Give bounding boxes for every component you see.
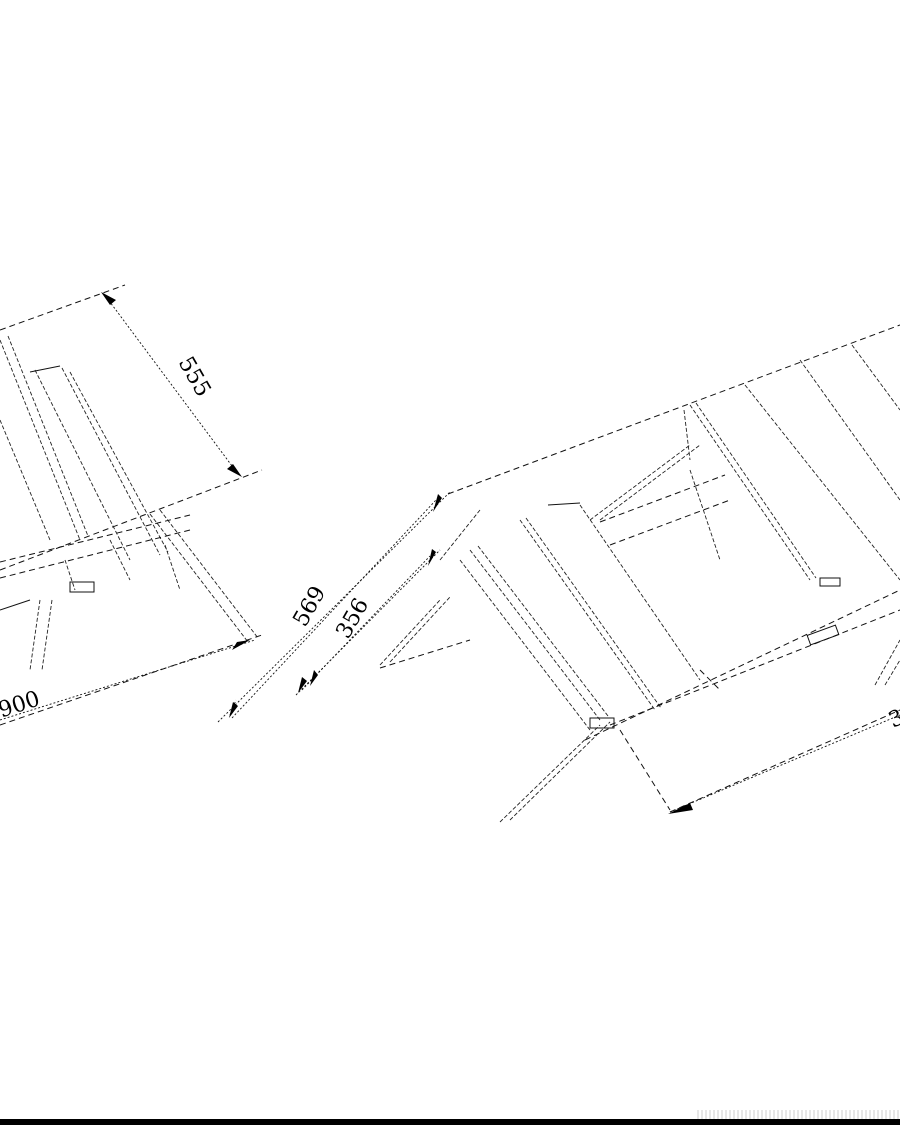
dimension-label-height-lower: 356 bbox=[332, 594, 375, 643]
right-table-legs bbox=[379, 409, 900, 823]
left-table bbox=[0, 284, 263, 726]
dimension-label-right-width: 3 bbox=[885, 705, 900, 734]
right-table-boards bbox=[459, 344, 900, 731]
left-table-legs bbox=[0, 539, 181, 671]
dimension-left-width: 1900 bbox=[0, 639, 256, 728]
dimension-label-left-depth: 555 bbox=[173, 353, 216, 402]
bottom-edge-bar bbox=[0, 1119, 900, 1125]
dimension-left-depth: 555 bbox=[101, 292, 242, 477]
left-table-boards bbox=[0, 335, 169, 561]
right-table bbox=[379, 324, 900, 823]
dimension-center-heights: 569 356 bbox=[217, 491, 451, 723]
dimension-label-height-upper: 569 bbox=[289, 582, 332, 631]
dimension-label-left-width: 1900 bbox=[0, 687, 43, 728]
bottom-edge-shade bbox=[697, 1110, 900, 1119]
